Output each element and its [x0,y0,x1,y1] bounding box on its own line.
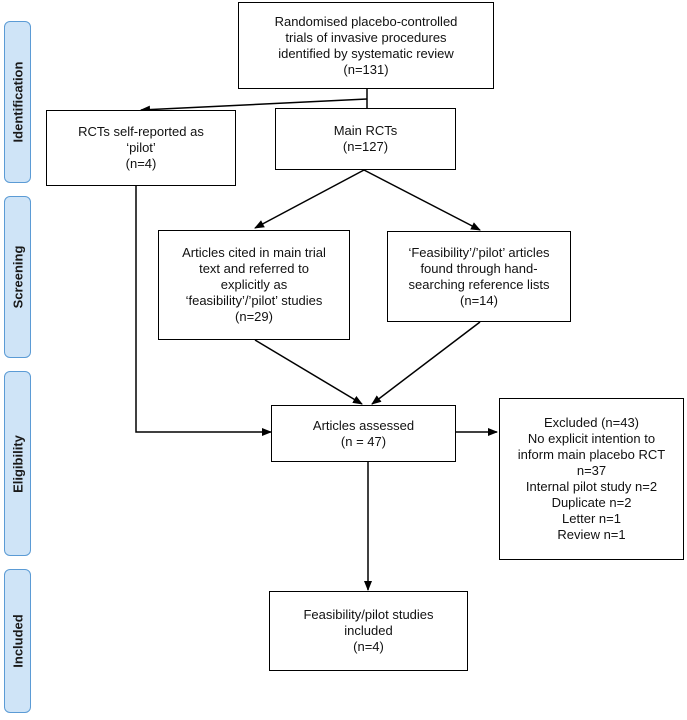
arrow-pilot-to-assessed [135,186,272,436]
stage-eligibility: Eligibility [4,371,31,556]
identified-line-1: Randomised placebo-controlled [274,13,458,29]
box-pilot-self-reported: RCTs self-reported as ‘pilot’ (n=4) [46,110,236,186]
stage-screening: Screening [4,196,31,358]
identified-line-2: trials of invasive procedures [285,29,447,45]
excluded-reason-2: Internal pilot study n=2 [525,479,658,494]
pilot-line-1: RCTs self-reported as [78,124,204,139]
arrow-cited-to-assessed [254,339,363,405]
hand-line-2: found through hand- [420,260,538,276]
arrow-to-hand-searching [363,169,481,231]
included-line-2: included [344,623,393,638]
hand-line-3: searching reference lists [408,276,550,292]
excluded-total: Excluded (n=43) [543,415,640,430]
box-hand-searching: ‘Feasibility’/’pilot’ articles found thr… [387,231,571,322]
hand-count: (n=14) [460,292,498,308]
arrow-hand-to-assessed [371,321,481,405]
excluded-reason-1-count: n=37 [576,463,607,478]
box-excluded: Excluded (n=43) No explicit intention to… [499,398,684,560]
assessed-count: (n = 47) [340,433,387,449]
stage-identification: Identification [4,21,31,183]
arrow-to-articles-cited [254,169,365,229]
box-articles-cited: Articles cited in main trial text and re… [158,230,350,340]
box-articles-assessed: Articles assessed (n = 47) [271,405,456,462]
identified-line-3: identified by systematic review [278,45,454,61]
cited-line-2: text and referred to [199,261,309,276]
cited-line-1: Articles cited in main trial [182,245,326,260]
excluded-reason-1b: inform main placebo RCT [517,447,666,462]
included-line-1: Feasibility/pilot studies [303,607,434,622]
included-count: (n=4) [353,639,384,654]
arrow-to-pilot-rcts [140,98,368,114]
identified-count: (n=131) [343,61,389,77]
box-identified-records: Randomised placebo-controlled trials of … [238,2,494,89]
box-main-rcts: Main RCTs (n=127) [275,108,456,170]
hand-line-1: ‘Feasibility’/’pilot’ articles [408,244,550,260]
main-rcts-line-1: Main RCTs [333,123,398,138]
main-rcts-count: (n=127) [342,139,389,154]
excluded-reason-1a: No explicit intention to [527,431,656,446]
excluded-reason-5: Review n=1 [557,527,626,542]
excluded-reason-4: Letter n=1 [562,511,621,526]
excluded-reason-3: Duplicate n=2 [551,495,632,510]
cited-line-3: explicitly as [220,277,288,292]
box-included-studies: Feasibility/pilot studies included (n=4) [269,591,468,671]
pilot-count: (n=4) [125,156,157,171]
stage-included: Included [4,569,31,713]
pilot-line-2: ‘pilot’ [126,140,156,155]
assessed-line-1: Articles assessed [312,417,415,433]
cited-count: (n=29) [235,309,273,324]
cited-line-4: ‘feasibility’/’pilot’ studies [185,293,323,308]
